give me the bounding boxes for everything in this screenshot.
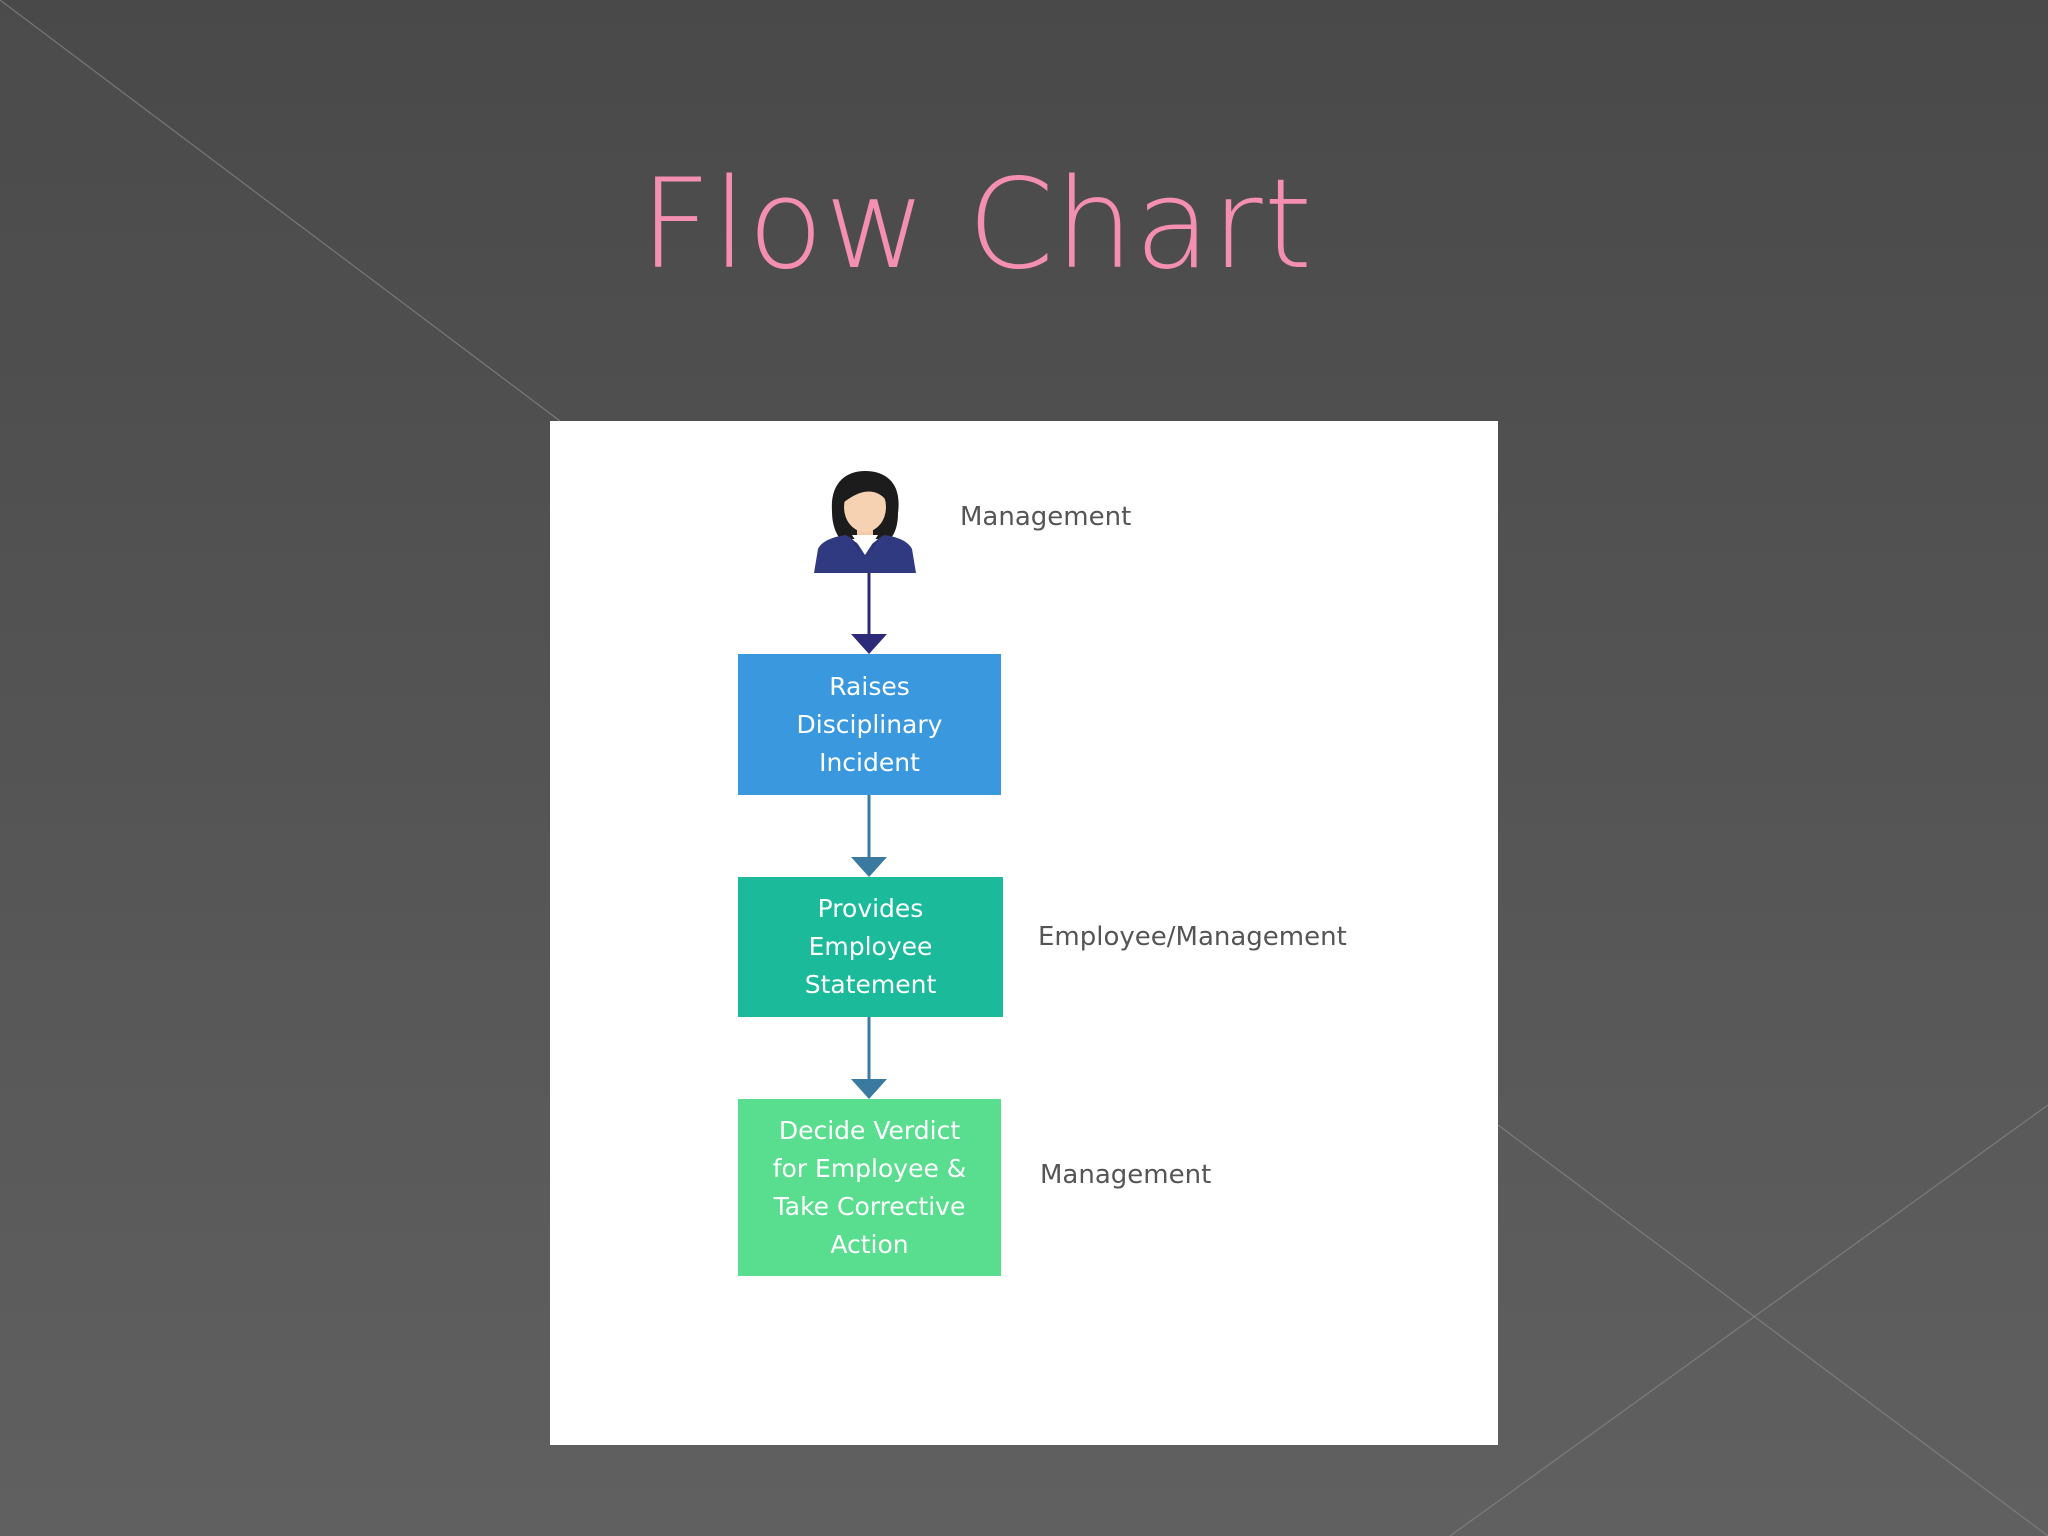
- arrowhead-step-3: [851, 1079, 887, 1099]
- step-employee-statement: Provides Employee Statement: [738, 877, 1003, 1017]
- step-decide-verdict: Decide Verdict for Employee & Take Corre…: [738, 1099, 1001, 1276]
- step-3-role-label: Management: [1040, 1160, 1212, 1190]
- slide-title: Flow Chart: [640, 153, 1314, 297]
- user-female-icon: [814, 471, 916, 573]
- actor-role-label: Management: [960, 502, 1132, 532]
- flowchart-panel: Management Raises Disciplinary Incident …: [550, 421, 1498, 1445]
- arrowhead-step-2: [851, 857, 887, 877]
- step-raises-incident: Raises Disciplinary Incident: [738, 654, 1001, 795]
- arrowhead-step-1: [851, 634, 887, 654]
- step-2-role-label: Employee/Management: [1038, 922, 1347, 952]
- flowchart-connectors: [851, 571, 887, 1099]
